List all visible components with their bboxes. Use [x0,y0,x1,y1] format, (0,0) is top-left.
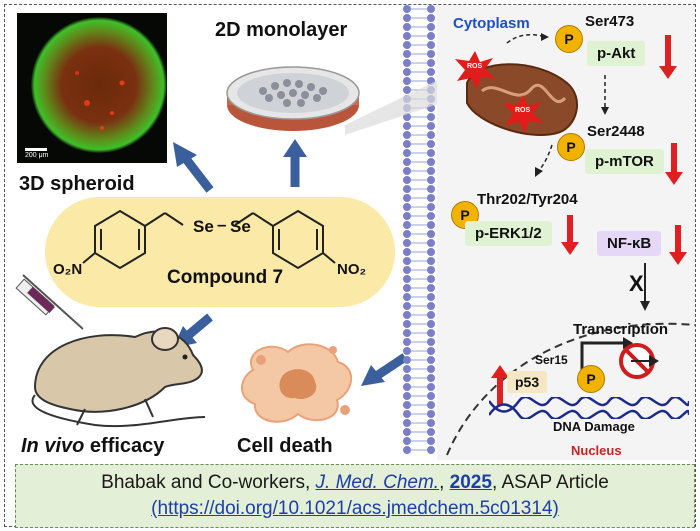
ser473-label: Ser473 [585,13,635,30]
mouse-icon [15,274,206,428]
compound-label: Compound 7 [167,267,284,288]
efficacy-text: efficacy [84,435,165,457]
ser2448-label: Ser2448 [587,123,645,140]
p-mtor-box: p-mTOR [585,149,664,174]
ros-burst-1 [455,51,495,89]
nuclear-envelope [446,322,696,456]
doi-link[interactable]: (https://doi.org/10.1021/acs.jmedchem.5c… [151,498,559,519]
spheroid-graphic [25,17,167,153]
cell-death-icon [241,343,352,423]
citation-status: , ASAP Article [491,472,609,493]
phospho-badge-akt: P [555,25,583,53]
syringe-icon [15,274,84,330]
p-akt-box: p-Akt [587,41,646,66]
dna-damage-label: DNA Damage [553,419,635,434]
nitro-group-right: NO₂ [337,261,367,278]
erk-down-arrow [561,215,579,255]
ros-label-1: ROS [467,63,483,70]
nucleus-label: Nucleus [571,443,622,458]
citation-authors: Bhabak and Co-workers, [101,472,316,493]
phospho-badge-mtor: P [557,133,585,161]
nfkb-down-arrow [669,225,687,265]
nfkb-box: NF-κB [597,231,662,256]
akt-down-arrow [659,35,677,79]
block-mark: X [629,271,644,296]
selenium-left: Se [193,217,214,236]
figure-frame: 200 μm 2D monolayer 3D spheroid [4,4,696,528]
zoom-cone [345,67,465,135]
cell-death-label: Cell death [237,435,333,457]
p-erk-box: p-ERK1/2 [465,221,552,246]
selenium-right: Se [230,217,251,236]
compound-structure [82,209,336,270]
arrow-to-cell-death [361,353,408,386]
in-vivo-efficacy-label: In vivo efficacy [21,435,164,458]
petri-dish-icon [226,66,360,131]
dna-helix-icon [489,397,689,419]
transcription-label: Transcription [573,321,669,338]
ser15-label: Ser15 [535,353,568,367]
phospho-badge-p53: P [577,365,605,393]
scale-bar-label: 200 μm [25,152,49,159]
signaling-arrows [506,33,650,377]
cytoplasm-label: Cytoplasm [453,15,530,32]
no-transcription-icon [619,343,659,379]
year-link[interactable]: 2025 [449,472,492,493]
ros-label-2: ROS [515,107,531,114]
nitro-group-left: O₂N [53,261,83,278]
arrow-to-monolayer [283,139,307,187]
monolayer-label: 2D monolayer [215,19,348,41]
diselenide-bond: – [217,215,227,234]
spheroid-label: 3D spheroid [19,173,135,195]
arrow-to-spheroid [173,142,214,193]
citation-box: Bhabak and Co-workers, J. Med. Chem., 20… [15,464,695,528]
journal-link[interactable]: J. Med. Chem. [315,472,440,493]
mtor-down-arrow [665,143,683,185]
in-vivo-text: In vivo [21,435,85,457]
citation-sep: , [439,472,450,493]
ros-burst-2 [503,95,543,133]
spheroid-image: 200 μm [17,13,167,163]
p53-box: p53 [507,371,548,393]
compound-box [45,197,395,307]
thr-tyr-label: Thr202/Tyr204 [477,191,578,208]
